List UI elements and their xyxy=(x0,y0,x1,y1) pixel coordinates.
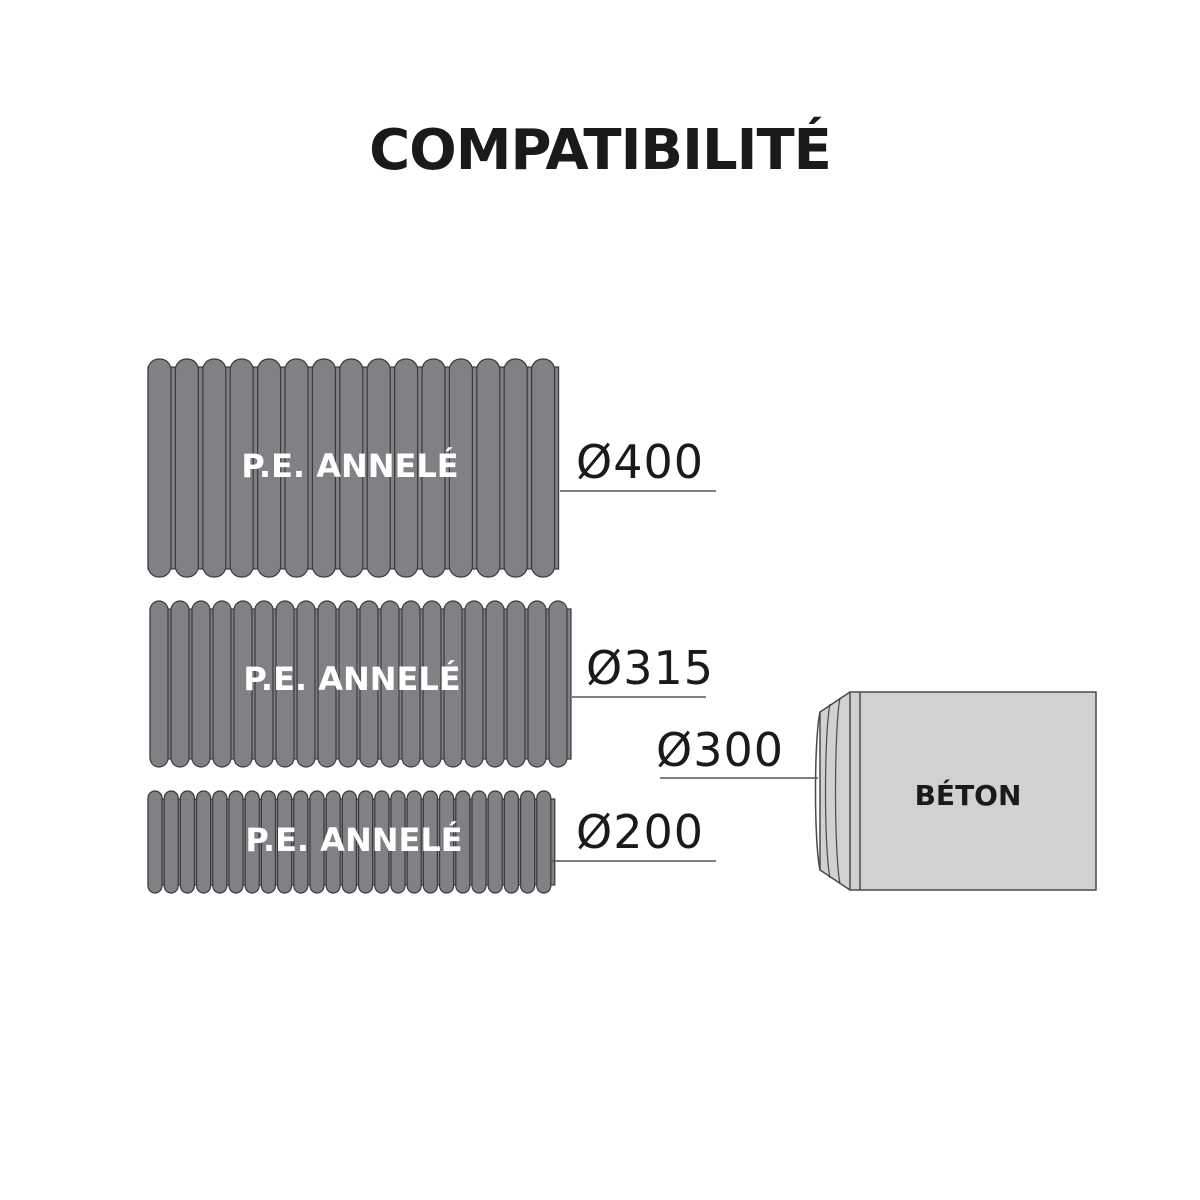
page-title: COMPATIBILITÉ xyxy=(369,118,832,183)
pipe-material-label-400: P.E. ANNELÉ xyxy=(241,447,458,485)
pe-pipe-200 xyxy=(147,790,556,894)
diameter-label-200: Ø200 xyxy=(576,805,704,859)
concrete-pipe xyxy=(814,691,1097,891)
diameter-label-315: Ø315 xyxy=(586,641,714,695)
diameter-label-400: Ø400 xyxy=(576,435,704,489)
pipe-material-label-315: P.E. ANNELÉ xyxy=(243,660,460,698)
pe-pipe-400 xyxy=(147,358,560,578)
pe-pipe-315 xyxy=(149,600,572,768)
diameter-label-300: Ø300 xyxy=(656,723,784,777)
concrete-material-label: BÉTON xyxy=(915,778,1022,812)
pipe-material-label-200: P.E. ANNELÉ xyxy=(245,821,462,859)
